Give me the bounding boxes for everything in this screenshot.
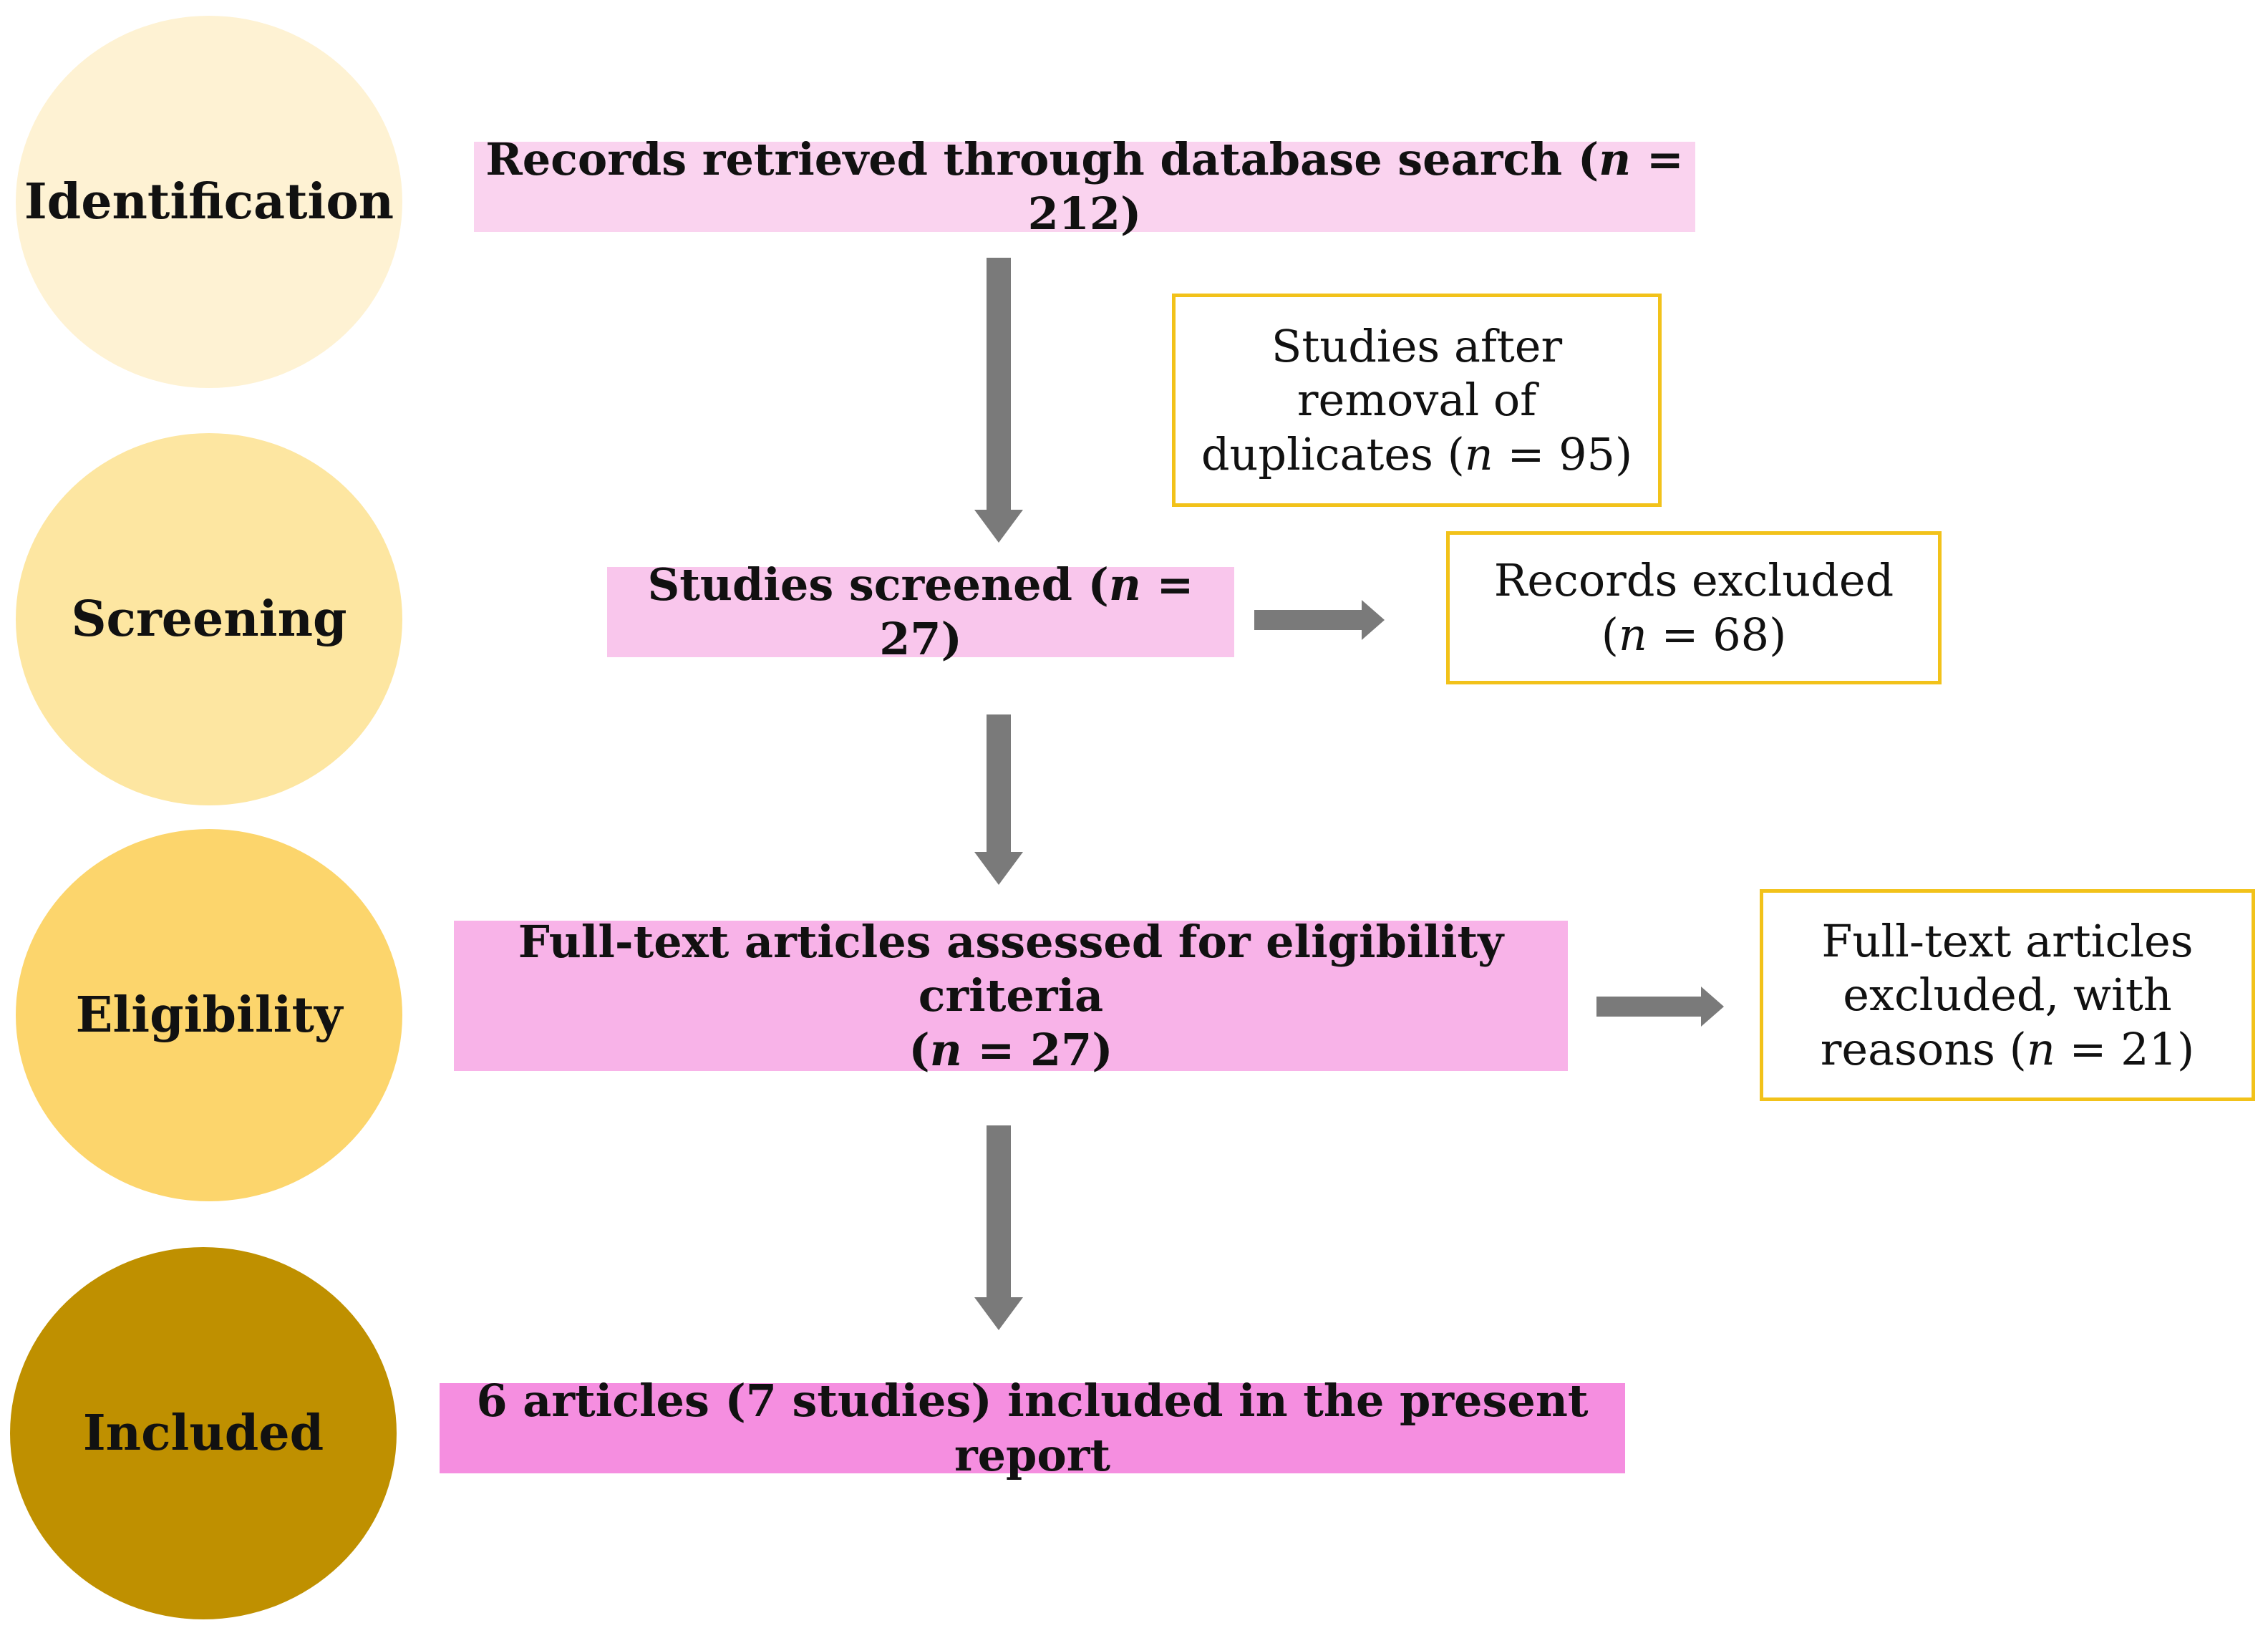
arrow-down-screening-to-eligibility (987, 714, 1011, 852)
stage-included-label: Included (82, 1405, 324, 1462)
stage-eligibility: Eligibility (16, 829, 402, 1201)
stage-screening-label: Screening (71, 591, 347, 648)
records-excluded-box: Records excluded (n = 68) (1446, 531, 1942, 684)
records-retrieved-text: Records retrieved through database searc… (485, 133, 1684, 240)
included-report-text: 6 articles (7 studies) included in the p… (476, 1375, 1589, 1481)
studies-screened-box: Studies screened (n = 27) (607, 558, 1234, 665)
stage-eligibility-label: Eligibility (75, 987, 343, 1044)
arrow-down-identification-to-screening (987, 258, 1011, 510)
fulltext-assessed-box: Full-text articles assessed for eligibil… (454, 916, 1568, 1076)
studies-screened-text: Studies screened (n = 27) (647, 558, 1194, 665)
records-retrieved-box: Records retrieved through database searc… (474, 133, 1695, 240)
stage-screening: Screening (16, 433, 402, 805)
stage-identification: Identification (16, 16, 402, 388)
fulltext-excluded-box: Full-text articles excluded, with reason… (1760, 889, 2255, 1101)
stage-identification-label: Identification (24, 173, 394, 231)
fulltext-assessed-text: Full-text articles assessed for eligibil… (518, 915, 1504, 1076)
arrow-right-to-fulltext-excluded (1596, 997, 1701, 1017)
after-duplicates-text: Studies after removal of duplicates (n =… (1201, 319, 1633, 480)
arrow-down-eligibility-to-included (987, 1125, 1011, 1297)
stage-included: Included (10, 1247, 397, 1619)
fulltext-excluded-text: Full-text articles excluded, with reason… (1820, 914, 2195, 1075)
after-duplicates-box: Studies after removal of duplicates (n =… (1172, 294, 1662, 507)
arrow-right-to-records-excluded (1254, 610, 1362, 630)
included-report-box: 6 articles (7 studies) included in the p… (440, 1375, 1625, 1481)
records-excluded-text: Records excluded (n = 68) (1493, 554, 1894, 661)
